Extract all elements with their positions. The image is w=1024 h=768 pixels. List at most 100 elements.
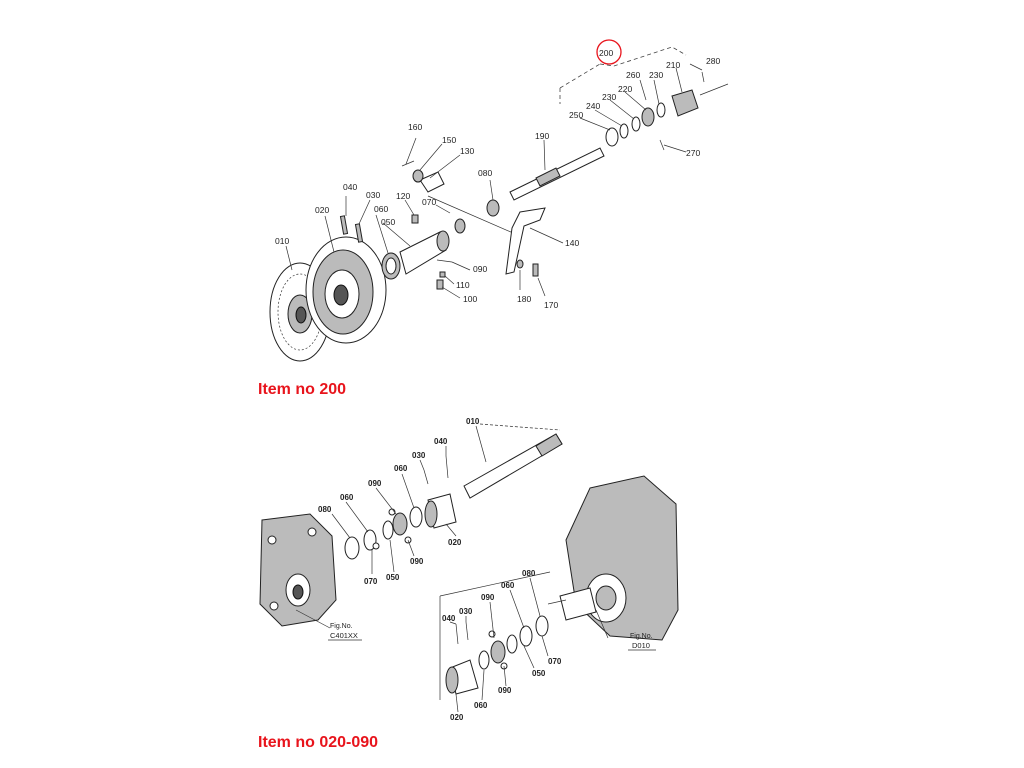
callout-150: 150	[442, 135, 456, 145]
callout-110: 110	[456, 280, 470, 290]
pin-090	[436, 259, 453, 263]
callout-230b: 230	[602, 92, 616, 102]
callout-080-lower-left: 080	[318, 505, 332, 514]
callout-070: 070	[422, 197, 436, 207]
callout-060-lower-left-a: 060	[394, 464, 408, 473]
ring-250	[605, 127, 619, 147]
section-title-item-020-090: Item no 020-090	[258, 734, 379, 751]
callout-050-lower-left: 050	[386, 573, 400, 582]
bolt-100	[436, 279, 444, 290]
bushing-080	[486, 199, 500, 217]
bearing-220	[641, 107, 655, 127]
bolt-170	[532, 263, 539, 277]
shaft-070	[427, 195, 521, 237]
ring-230b	[656, 102, 666, 118]
clutch-lever	[505, 207, 546, 275]
callout-260: 260	[626, 70, 640, 80]
pin-040-right	[455, 623, 459, 645]
pin-160	[401, 160, 415, 167]
ring-240	[619, 123, 629, 139]
callout-090: 090	[473, 264, 487, 274]
fig-ref-c401xx-code: C401XX	[330, 631, 358, 640]
callout-210: 210	[666, 60, 680, 70]
washer-180	[516, 259, 524, 269]
dashed-frame	[439, 571, 551, 597]
bearing-090-right	[490, 640, 506, 664]
shaft-end	[699, 83, 729, 96]
callout-140: 140	[565, 238, 579, 248]
pin-030-left	[423, 469, 429, 485]
assembly-200-bracket	[559, 46, 687, 104]
release-fork	[419, 171, 445, 193]
section-title-item-200: Item no 200	[258, 381, 347, 398]
callout-030-lower-right: 030	[459, 607, 473, 616]
callout-070-lower-right: 070	[548, 657, 562, 666]
callout-060-lower-right-b: 060	[474, 701, 488, 710]
callout-090-lower-left-b: 090	[410, 557, 424, 566]
callout-020-lower-right: 020	[450, 713, 464, 722]
callout-010-lower: 010	[466, 417, 480, 426]
callout-040-lower-right: 040	[442, 614, 456, 623]
callout-230: 230	[649, 70, 663, 80]
pressure-plate	[305, 236, 387, 344]
callout-060-lower-left-b: 060	[340, 493, 354, 502]
coupling-210	[671, 89, 699, 117]
pin-030-right	[465, 621, 469, 641]
ring-060-right-a	[478, 650, 490, 670]
callout-240: 240	[586, 101, 600, 111]
lower-leader-lines	[295, 425, 609, 713]
callout-090-lower-right-b: 090	[498, 686, 512, 695]
callout-190: 190	[535, 131, 549, 141]
left-housing	[259, 513, 337, 627]
bolt-030	[354, 223, 364, 243]
upper-leader-lines	[285, 63, 703, 299]
callout-010: 010	[275, 236, 289, 246]
callout-040-lower-left: 040	[434, 437, 448, 446]
callout-120: 120	[396, 191, 410, 201]
fig-ref-d010-code: D010	[632, 641, 650, 650]
fig-ref-c401xx: Fig.No. C401XX	[328, 623, 362, 641]
callout-200: 200	[599, 48, 613, 58]
washer-150	[412, 169, 424, 183]
bolt-120	[411, 214, 419, 224]
callout-200-highlight-circle	[596, 39, 622, 65]
fig-ref-d010: Fig.No. D010	[628, 633, 656, 651]
callout-030: 030	[366, 190, 380, 200]
callout-080: 080	[478, 168, 492, 178]
callout-020-lower-left: 020	[448, 538, 462, 547]
callout-160: 160	[408, 122, 422, 132]
fig-ref-d010-label: Fig.No.	[630, 633, 653, 640]
callout-270: 270	[686, 148, 700, 158]
callout-030-lower-left: 030	[412, 451, 426, 460]
pin-280	[701, 71, 705, 83]
callout-060-lower-right-a: 060	[501, 581, 515, 590]
ring-060-right-b	[519, 625, 533, 647]
callout-070-lower-left: 070	[364, 577, 378, 586]
lower-diagram: Fig.No. C401XX Fig.No. D010 010 040 030 …	[259, 417, 679, 722]
callout-090-lower-right-a: 090	[481, 593, 495, 602]
callout-040: 040	[343, 182, 357, 192]
callout-080-lower-right: 080	[522, 569, 536, 578]
bearing-090-left	[392, 512, 408, 536]
callout-280: 280	[706, 56, 720, 66]
callout-090-lower-left-a: 090	[368, 479, 382, 488]
callout-130: 130	[460, 146, 474, 156]
bolt-110	[439, 271, 446, 278]
callout-050-lower-right: 050	[532, 669, 546, 678]
callout-050: 050	[381, 217, 395, 227]
callout-100: 100	[463, 294, 477, 304]
ring-080-left	[344, 536, 360, 560]
pin-040-left	[445, 455, 449, 479]
ring-230	[631, 116, 641, 132]
callout-170: 170	[544, 300, 558, 310]
ring-060-left-a	[409, 506, 423, 528]
upper-diagram: 200	[269, 39, 729, 362]
ring-080-right	[535, 615, 549, 637]
callout-250: 250	[569, 110, 583, 120]
bolt-040	[339, 215, 349, 235]
fig-ref-c401xx-label: Fig.No.	[330, 623, 353, 630]
callout-060: 060	[374, 204, 388, 214]
callout-180: 180	[517, 294, 531, 304]
callout-220: 220	[618, 84, 632, 94]
